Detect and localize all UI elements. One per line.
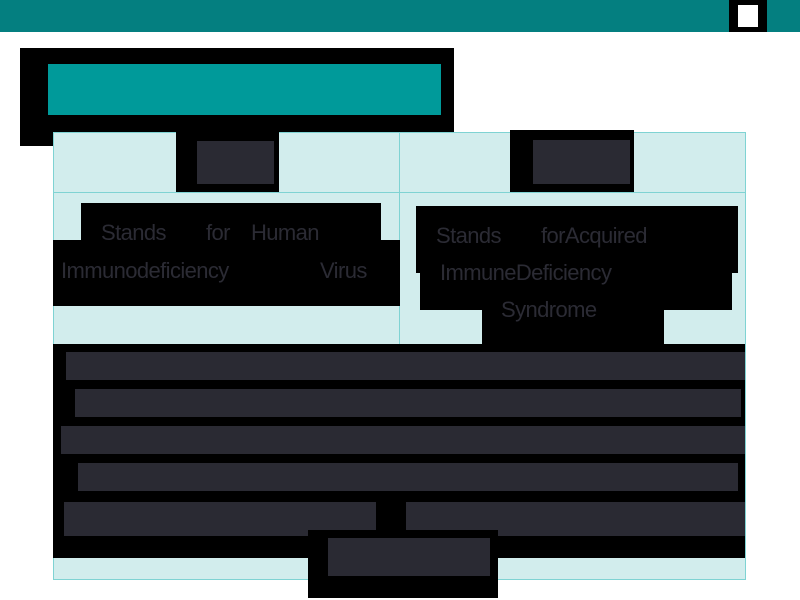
top-header-bar (0, 0, 800, 32)
right-cell-word: Stands (436, 223, 502, 248)
right-cell-word: Syndrome (501, 297, 597, 322)
right-cell-block-1 (416, 206, 738, 273)
right-header-redacted (533, 140, 630, 184)
left-cell-word: Immunodeficiency (61, 258, 229, 283)
window-square-icon[interactable] (729, 0, 767, 32)
left-header-redacted (197, 141, 274, 184)
left-cell-word: for (206, 220, 230, 245)
table-border-right (745, 132, 746, 580)
right-cell-word: ImmuneDeficiency (440, 260, 612, 285)
title-bar (48, 64, 441, 115)
redacted-line-3 (61, 426, 745, 454)
redacted-line-2 (75, 389, 741, 417)
left-cell-block-1 (81, 203, 381, 241)
redacted-line-4 (78, 463, 738, 491)
left-cell-word: Virus (320, 258, 367, 283)
left-cell-word: Stands (101, 220, 167, 245)
redacted-line-1 (66, 352, 745, 380)
table-column-divider (399, 132, 400, 344)
right-cell-word: forAcquired (541, 223, 648, 248)
left-cell-word: Human (251, 220, 320, 245)
left-cell-block-2 (53, 240, 400, 306)
right-cell-block-3 (482, 309, 664, 345)
redacted-footer (328, 538, 490, 576)
right-cell-block-2 (420, 272, 732, 310)
